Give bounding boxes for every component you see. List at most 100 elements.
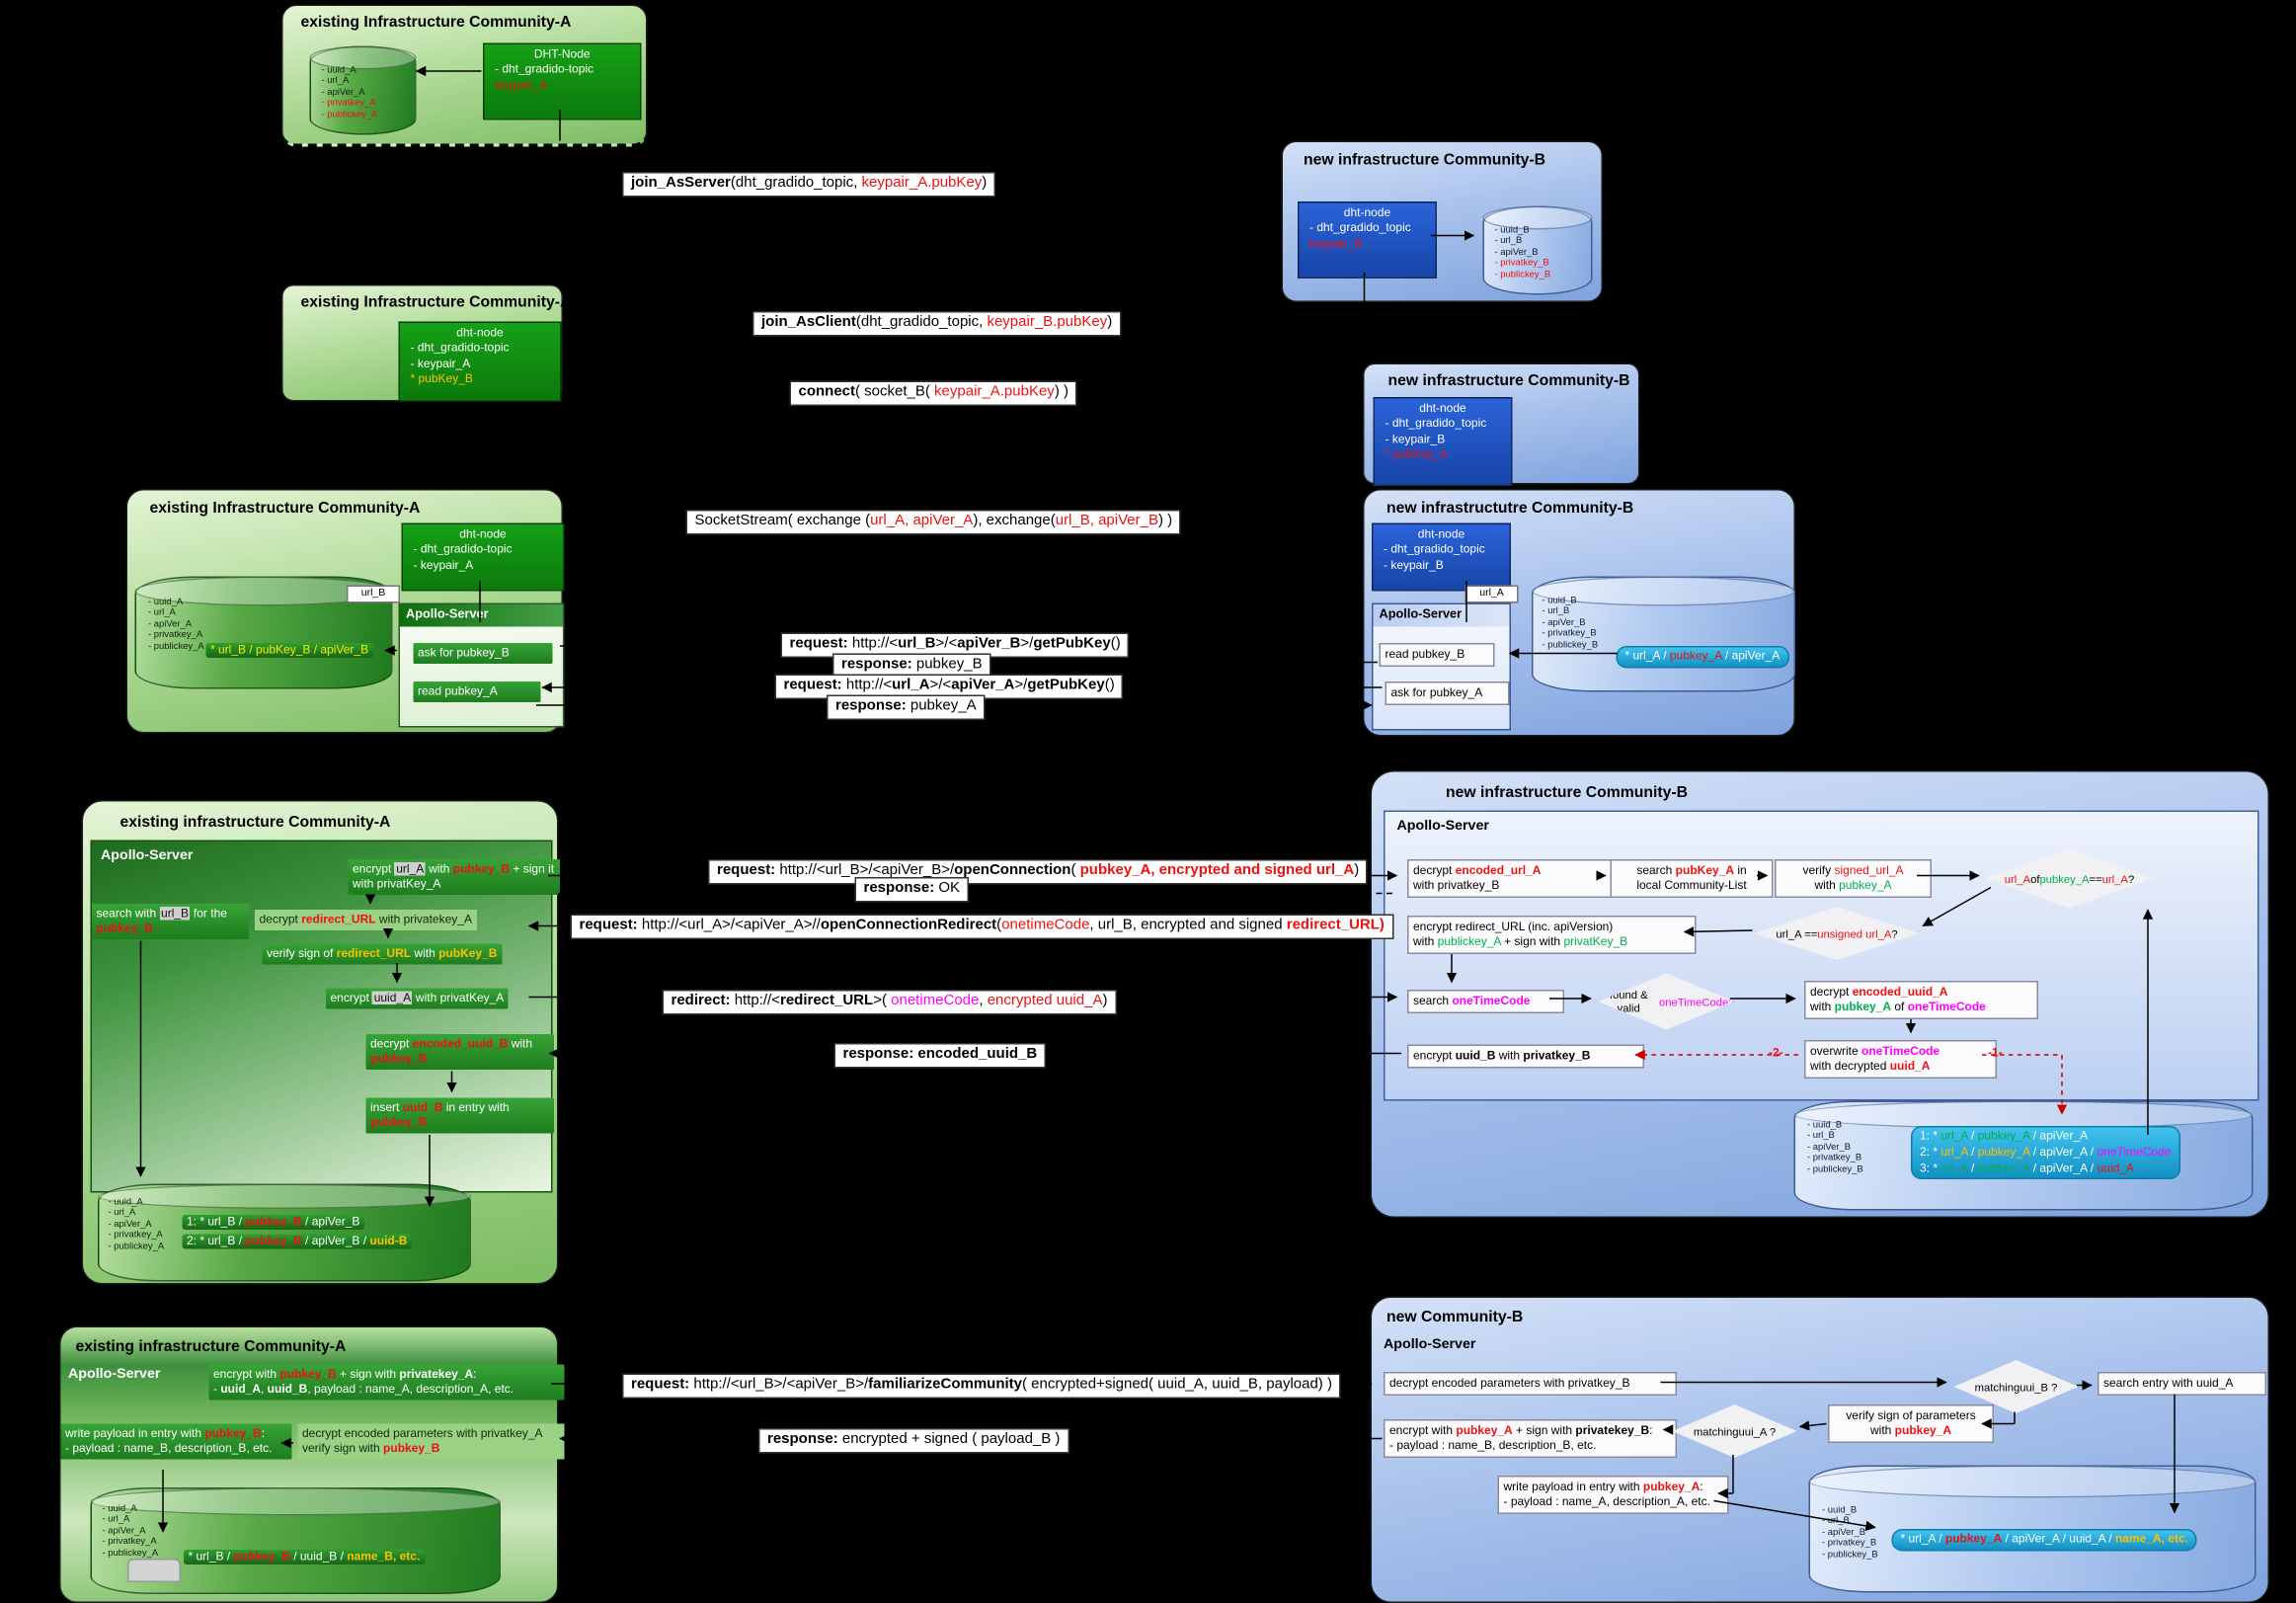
panel-community-b-openconnection: new infrastructure Community-B Apollo-Se… [1371, 770, 2270, 1218]
panel-community-a-openconnection: existing infrastructure Community-A Apol… [82, 800, 559, 1285]
db-entry: 2: * url_A / pubkey_A / apiVer_A / oneTi… [1920, 1145, 2171, 1161]
message-response-encoded-uuid-b: response: encoded_uuid_B [834, 1043, 1047, 1068]
apollo-server-header: Apollo-Server [400, 604, 563, 627]
node-line: keypair_B [1300, 237, 1436, 253]
message-redirect: redirect: http://<redirect_URL>( onetime… [663, 990, 1117, 1014]
database-cylinder: - uuid_A - url_A - apiVer_A - privatkey_… [310, 46, 417, 135]
process-step: verify sign of redirect_URL with pubKey_… [263, 944, 502, 965]
node-line: - keypair_B [1375, 433, 1511, 448]
node-line: dht-node [403, 527, 563, 543]
message-request-openconnectionredirect: request: http://<url_A>/<apiVer_A>//open… [571, 915, 1393, 939]
db-field: - apiVer_A [148, 619, 204, 630]
panel-title: new infrastructure Community-B [1446, 784, 1688, 802]
db-entry: 2: * url_B / pubkey_B / apiVer_B / uuid-… [183, 1235, 412, 1249]
node-line: - dht_gradido_topic [1300, 221, 1436, 237]
panel-community-b-dhtclient: new infrastructure Community-B dht-node … [1363, 363, 1640, 485]
db-field: - privatkey_A [148, 630, 204, 641]
db-field: - privatkey_B [1807, 1153, 1863, 1163]
message-request-familiarizecommunity: request: http://<url_B>/<apiVer_B>/famil… [622, 1374, 1341, 1399]
panel-community-b-dht: new infrastructure Community-B dht-node … [1282, 141, 1604, 303]
panel-community-a-dhtclient: existing Infrastructure Community-A dht-… [281, 284, 563, 402]
db-field: - privatkey_B [1495, 258, 1551, 269]
decision-diamond: url_A of pubkey_A== url_A? [1987, 849, 2153, 909]
node-line: - dht_gradido-topic [403, 543, 563, 559]
process-step: decrypt encoded parameters with privatke… [298, 1424, 565, 1460]
db-entry: 3: * url_A / pubkey_A / apiVer_A / uuid_… [1920, 1161, 2171, 1176]
process-step: encrypt with pubkey_A + sign with privat… [1384, 1419, 1677, 1458]
db-field: - apiVer_B [1822, 1527, 1878, 1538]
panel-community-a-dht: existing Infrastructure Community-A - uu… [281, 5, 648, 147]
apollo-server-header: Apollo-Server [101, 847, 193, 864]
db-field: - apiVer_A [109, 1219, 165, 1230]
message-response-payload-b: response: encrypted + signed ( payload_B… [758, 1428, 1069, 1453]
decision-diamond: url_A ==unsigned url_A? [1754, 907, 1920, 960]
db-field: - url_B [1543, 606, 1599, 617]
db-field: - uuid_B [1822, 1505, 1878, 1516]
db-field: - privatkey_A [103, 1537, 159, 1548]
db-field: - publickey_B [1543, 640, 1599, 651]
port-label: url_B [347, 586, 400, 603]
partial-window-fragment [127, 1559, 181, 1582]
database-cylinder: - uuid_B - url_B - apiVer_B - privatkey_… [1483, 206, 1593, 295]
message-socketstream: SocketStream( exchange (url_A, apiVer_A)… [686, 510, 1182, 534]
message-connect: connect( socket_B( keypair_A.pubKey) ) [790, 381, 1077, 406]
node-line: - dht_gradido_topic [1374, 543, 1510, 559]
node-line: - dht_gradido-topic [400, 342, 560, 358]
process-step: encrypt uuid_B with privatkey_B [1407, 1045, 1644, 1069]
db-field: - apiVer_B [1807, 1142, 1863, 1153]
panel-title: existing infrastructure Community-A [120, 814, 391, 832]
node-line: - keypair_A [400, 357, 560, 372]
process-step: read pubkey_B [1380, 643, 1495, 667]
database-cylinder: - uuid_B - url_B - apiVer_B - privatkey_… [1532, 577, 1795, 692]
port-label: url_A [1465, 586, 1519, 603]
database-cylinder: - uuid_B - url_B - apiVer_B - privatkey_… [1809, 1466, 2256, 1593]
db-field: - publickey_A [148, 641, 204, 652]
process-step: encrypt redirect_URL (inc. apiVersion)wi… [1407, 916, 1697, 954]
node-line: * pubKey_A [1375, 447, 1511, 463]
node-line: keypair_A [485, 78, 641, 94]
apollo-server-header: Apollo-Server [1384, 1336, 1475, 1353]
db-field: - privatkey_A [109, 1230, 165, 1241]
panel-community-a-getpubkey: existing Infrastructure Community-A dht-… [126, 489, 564, 734]
process-step: write payload in entry with pubkey_A:- p… [1498, 1476, 1729, 1514]
apollo-server-header: Apollo-Server [68, 1366, 160, 1383]
panel-title: new Community-B [1386, 1309, 1523, 1326]
db-field: - privatkey_B [1543, 628, 1599, 639]
db-entry: 1: * url_A / pubkey_A / apiVer_A [1920, 1129, 2171, 1145]
panel-title: new infrastructutre Community-B [1386, 500, 1633, 518]
process-step: insert uuid_B in entry with pubkey_B [366, 1098, 555, 1134]
message-response-ok: response: OK [855, 877, 970, 902]
dht-node-box: dht-node - dht_gradido_topic keypair_B [1298, 201, 1437, 279]
db-field: - publickey_A [109, 1242, 165, 1252]
message-join-as-client: join_AsClient(dht_gradido_topic, keypair… [752, 311, 1121, 336]
panel-title: existing Infrastructure Community-A [150, 500, 421, 518]
dht-node-box: DHT-Node - dht_gradido-topic keypair_A [483, 43, 642, 120]
db-entry-list: 1: * url_A / pubkey_A / apiVer_A 2: * ur… [1911, 1126, 2179, 1180]
process-step: encrypt url_A with pubkey_B + sign it wi… [349, 859, 561, 895]
database-cylinder: - uuid_B - url_B - apiVer_B - privatkey_… [1794, 1101, 2254, 1211]
db-field: - uuid_A [103, 1504, 159, 1515]
node-line: dht-node [1375, 402, 1511, 418]
panel-title: new infrastructure Community-B [1304, 151, 1545, 169]
db-entry: 1: * url_B / pubkey_B / apiVer_B [183, 1215, 364, 1230]
cylinder-top [1809, 1466, 2256, 1498]
db-field: - url_A [322, 76, 378, 87]
process-step: search with url_B for the pubkey_B [92, 904, 249, 939]
node-line: dht-node [1300, 206, 1436, 222]
db-field: - publickey_A [103, 1548, 159, 1559]
panel-title: existing infrastructure Community-A [76, 1338, 347, 1356]
db-field: - apiVer_A [103, 1526, 159, 1537]
process-step: encrypt with pubkey_B + sign with privat… [209, 1365, 565, 1401]
db-field: - apiVer_A [322, 87, 378, 98]
db-entry: * url_B / pubKey_B / apiVer_B [206, 643, 373, 658]
panel-title: existing Infrastructure Community-A [301, 293, 572, 311]
process-step: decrypt encoded_uuid_B with pubkey_B [366, 1034, 555, 1070]
db-field: - uuid_B [1543, 596, 1599, 606]
panel-title: new infrastructure Community-B [1388, 372, 1630, 390]
panel-community-b-getpubkey: new infrastructutre Community-B dht-node… [1363, 489, 1795, 737]
